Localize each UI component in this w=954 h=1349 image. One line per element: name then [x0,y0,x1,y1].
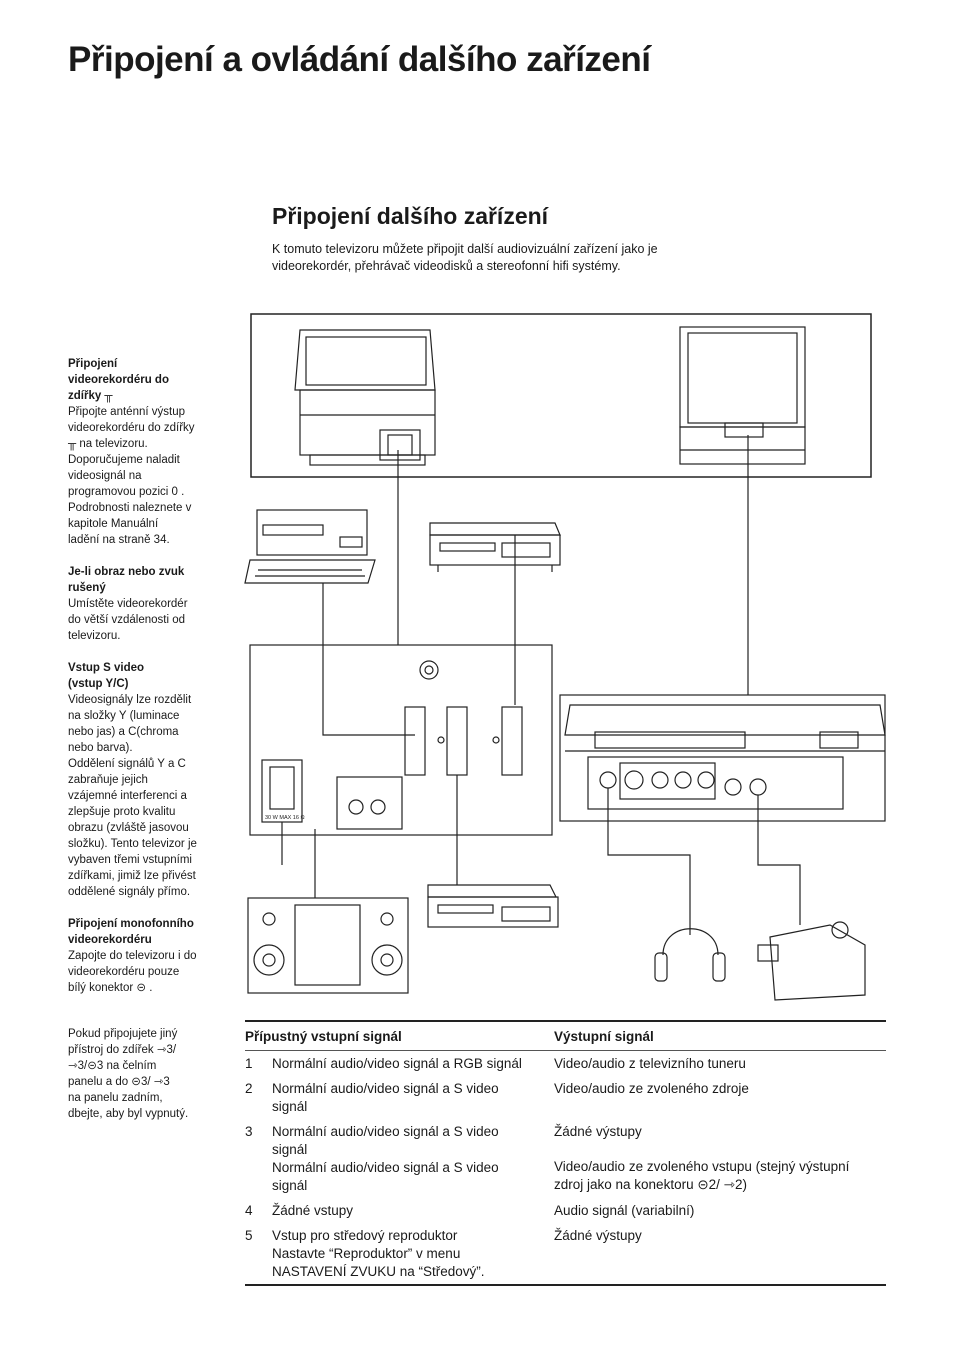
front-panel-illustration [559,694,886,822]
cell-line: Nastavte “Reproduktor” v menu [272,1246,461,1261]
note-text: Videosignály lze rozdělit na složky Y (l… [68,694,197,898]
cell-line: Žádné vstupy [272,1203,354,1218]
tv-rear-illustration [294,329,436,466]
note-title: Připojení videorekordéru do zdířky ╥ [68,358,169,402]
speaker-rating-label: 30 W MAX 16 Ω [265,815,305,821]
row-number: 2 [245,1081,253,1096]
camcorder-illustration [757,921,866,1001]
row-input: Žádné vstupy [272,1202,554,1220]
cell-line: Žádné výstupy [554,1228,642,1243]
tv-front-illustration [679,326,806,465]
table-row: 5 Vstup pro středový reproduktor Nastavt… [245,1223,886,1284]
table-header: Přípustný vstupní signál Výstupní signál [245,1022,886,1051]
note-title: Vstup S video (vstup Y/C) [68,662,145,690]
cell-line: Normální audio/video signál a S video [272,1081,499,1096]
note-power-off: Pokud připojujete jiný přístroj do zdíře… [68,1026,210,1122]
cell-line: Video/audio ze zvoleného zdroje [554,1081,749,1096]
row-input: Normální audio/video signál a RGB signál [272,1055,554,1073]
cell-line: Video/audio ze zvoleného vstupu (stejný … [554,1159,850,1174]
hifi-system-illustration [247,897,409,994]
signal-table: Přípustný vstupní signál Výstupní signál… [245,1020,886,1286]
note-text: Umístěte videorekordér do větší vzdáleno… [68,598,188,642]
note-text: Pokud připojujete jiný přístroj do zdíře… [68,1028,189,1120]
cell-line: Video/audio z televizního tuneru [554,1056,746,1071]
note-text: Zapojte do televizoru i do videorekordér… [68,950,197,994]
table-row: 4 Žádné vstupy Audio signál (variabilní) [245,1198,886,1223]
cell-line: Žádné výstupy [554,1124,642,1139]
intro-paragraph: K tomuto televizoru můžete připojit dalš… [272,242,658,273]
note-vcr-antenna: Připojení videorekordéru do zdířky ╥ Při… [68,356,210,548]
note-interference: Je-li obraz nebo zvuk rušený Umístěte vi… [68,564,210,644]
row-input: Vstup pro středový reproduktor Nastavte … [272,1227,554,1281]
computer-illustration [244,509,376,584]
cell-line: signál [272,1178,308,1193]
row-output: Žádné výstupy [554,1227,886,1281]
note-title: Je-li obraz nebo zvuk rušený [68,566,185,594]
table-row: 1 Normální audio/video signál a RGB sign… [245,1051,886,1076]
row-output: Video/audio ze zvoleného zdroje [554,1080,886,1116]
tv-frame [250,313,872,478]
table-row: 2 Normální audio/video signál a S video … [245,1076,886,1119]
row-input: Normální audio/video signál a S video si… [272,1123,554,1195]
cell-line: Vstup pro středový reproduktor [272,1228,458,1243]
row-number: 5 [245,1228,253,1243]
connection-cables [281,435,801,935]
connection-diagram: 30 W MAX 16 Ω [244,313,886,1001]
sidebar-notes: Připojení videorekordéru do zdířky ╥ Při… [68,356,210,1138]
header-output: Výstupní signál [554,1029,654,1044]
note-text: Připojte anténní výstup videorekordéru d… [68,406,195,546]
row-input: Normální audio/video signál a S video si… [272,1080,554,1116]
vcr-top-illustration [429,522,561,572]
row-number: 3 [245,1124,253,1139]
row-output: Audio signál (variabilní) [554,1202,886,1220]
headphones-illustration [654,928,726,982]
cell-line: signál [272,1099,308,1114]
cell-line: Normální audio/video signál a RGB signál [272,1056,522,1071]
header-input: Přípustný vstupní signál [245,1029,402,1044]
cell-line: NASTAVENÍ ZVUKU na “Středový”. [272,1264,485,1279]
row-number: 1 [245,1056,253,1071]
section-title: Připojení dalšího zařízení [272,203,549,229]
page-title: Připojení a ovládání dalšího zařízení [68,40,651,79]
table-row: 3 Normální audio/video signál a S video … [245,1119,886,1198]
note-title: Připojení monofonního videorekordéru [68,918,194,946]
cell-gap [554,1141,886,1158]
row-output: Žádné výstupy Video/audio ze zvoleného v… [554,1123,886,1195]
row-number: 4 [245,1203,253,1218]
cell-line: Audio signál (variabilní) [554,1203,695,1218]
cell-line: zdroj jako na konektoru ⊝2/ ⇾2) [554,1177,747,1192]
rear-panel-illustration: 30 W MAX 16 Ω [249,644,553,836]
note-s-video: Vstup S video (vstup Y/C) Videosignály l… [68,660,210,900]
cell-line: signál [272,1142,308,1157]
cell-line: Normální audio/video signál a S video [272,1124,499,1139]
vcr-bottom-illustration [427,884,559,928]
row-output: Video/audio z televizního tuneru [554,1055,886,1073]
note-mono-vcr: Připojení monofonního videorekordéru Zap… [68,916,210,996]
cell-line: Normální audio/video signál a S video [272,1160,499,1175]
